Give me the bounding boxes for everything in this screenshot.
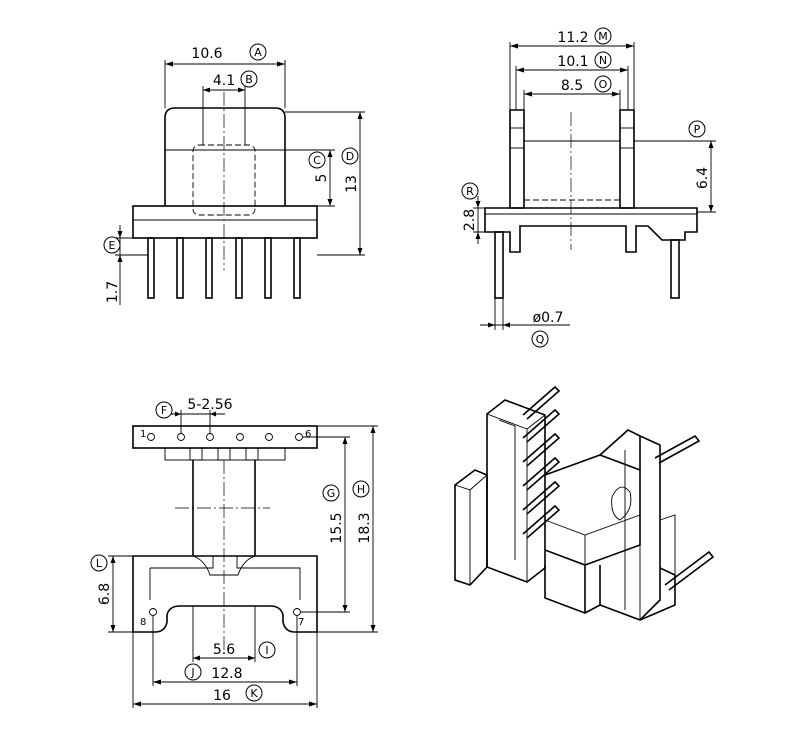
- dim-q-value: ø0.7: [533, 310, 564, 326]
- callout-l-circle: [90, 554, 108, 572]
- callout-f-circle: [155, 401, 173, 419]
- dim-l-value: 6.8: [97, 583, 113, 605]
- dim-h-value: 18.3: [357, 512, 373, 543]
- callout-c-circle: [308, 151, 326, 169]
- dim-k-value: 16: [213, 688, 231, 704]
- callout-g: G: [327, 487, 336, 500]
- callout-g-circle: [322, 484, 340, 502]
- iso-pins-left: [522, 385, 561, 539]
- dim-c-value: 5: [314, 174, 330, 183]
- pin-1-label: 1: [140, 429, 146, 440]
- callout-r-circle: [461, 182, 479, 200]
- pin-6-label: 6: [305, 429, 311, 440]
- callout-k-circle: [245, 684, 263, 702]
- dim-m-value: 11.2: [557, 30, 588, 46]
- callout-l: L: [96, 557, 103, 570]
- dim-a-value: 10.6: [191, 46, 222, 62]
- dim-e-value: 1.7: [105, 281, 121, 303]
- pin-8-label: 8: [140, 617, 146, 628]
- dim-b-value: 4.1: [213, 73, 235, 89]
- dim-j-value: 12.8: [211, 666, 242, 682]
- callout-n-circle: [594, 51, 612, 69]
- callout-i: I: [265, 644, 268, 657]
- front-view: 10.6 A 4.1 B 5 C 13 D 1.7 E: [103, 43, 365, 305]
- callout-o: O: [599, 78, 608, 91]
- callout-o-circle: [594, 75, 612, 93]
- dim-o-value: 8.5: [561, 78, 583, 94]
- callout-p-circle: [688, 120, 706, 138]
- top-pin-holes: [147, 433, 303, 441]
- callout-h-circle: [352, 480, 370, 498]
- dim-n-value: 10.1: [557, 54, 588, 70]
- callout-a-circle: [249, 43, 267, 61]
- callout-m-circle: [594, 27, 612, 45]
- callout-p: P: [694, 123, 701, 136]
- dim-d-value: 13: [344, 175, 360, 193]
- callout-b: B: [245, 73, 253, 86]
- callout-d: D: [346, 150, 354, 163]
- callout-i-circle: [258, 641, 276, 659]
- isometric-view: [454, 385, 715, 621]
- callout-f: F: [161, 404, 167, 417]
- dim-g-value: 15.5: [329, 512, 345, 543]
- callout-m: M: [598, 30, 608, 43]
- callout-b-circle: [240, 70, 258, 88]
- iso-pins-right: [654, 434, 715, 591]
- callout-a: A: [254, 46, 262, 59]
- callout-q-circle: [531, 330, 549, 348]
- callout-k: K: [250, 687, 258, 700]
- callout-d-circle: [341, 147, 359, 165]
- callout-n: N: [599, 54, 607, 67]
- callout-h: H: [357, 483, 365, 496]
- side-view: 11.2 M 10.1 N 8.5 O 6.4 P 2.8 R: [461, 27, 716, 348]
- callout-e-circle: [103, 236, 121, 254]
- callout-c: C: [313, 154, 321, 167]
- dim-f-value: 5-2.56: [187, 397, 232, 413]
- callout-r: R: [466, 185, 474, 198]
- front-pins: [147, 237, 301, 299]
- dim-r-value: 2.8: [462, 209, 478, 231]
- dim-p-value: 6.4: [695, 167, 711, 189]
- callout-j: J: [190, 666, 194, 679]
- callout-e: E: [109, 239, 116, 252]
- dim-i-value: 5.6: [213, 642, 235, 658]
- pin-7-label: 7: [298, 617, 304, 628]
- bottom-view: 1 6 8 7 5-2.56 F 15.5 G 18.3: [90, 397, 378, 708]
- callout-q: Q: [536, 333, 545, 346]
- callout-j-circle: [184, 663, 202, 681]
